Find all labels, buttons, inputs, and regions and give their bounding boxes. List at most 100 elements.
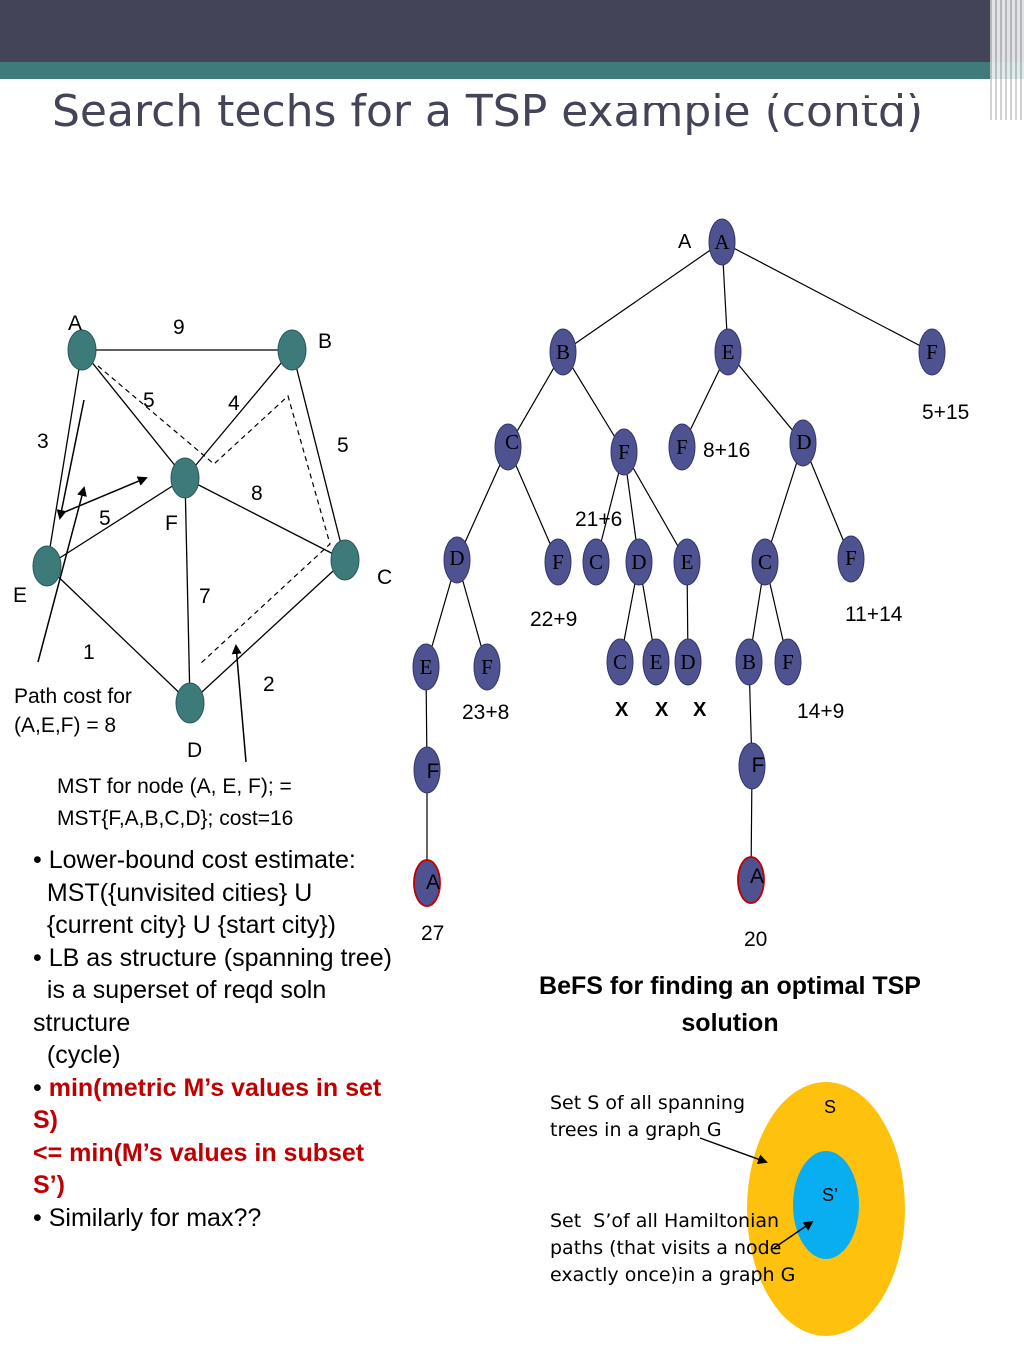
tree-node-c1 <box>494 423 522 471</box>
tree-node-d4 <box>674 638 702 686</box>
tree-label-f4: F <box>552 550 564 574</box>
title-underline <box>595 98 950 103</box>
set-s-prime-ellipse <box>793 1151 859 1259</box>
tree-label-f2: F <box>618 440 630 464</box>
edge-b-f <box>184 349 293 479</box>
graph-node-d <box>175 682 205 724</box>
tree-pruned-marks: X X X <box>615 699 707 721</box>
set-s-label: S <box>824 1097 836 1117</box>
tree-node-c3 <box>751 538 779 586</box>
graph-label-f: F <box>165 512 178 535</box>
cost-f-d2: 23+8 <box>462 701 509 724</box>
corner-stripes <box>990 0 1024 120</box>
edge-f-c <box>184 477 346 561</box>
cost-f-d: 11+14 <box>845 603 903 626</box>
tree-label-e4: E <box>650 650 663 674</box>
weight-f-c: 8 <box>251 482 263 505</box>
tree-node-d2 <box>443 536 471 584</box>
graph-node-c <box>330 539 360 581</box>
pruned-mark-1: X <box>615 699 629 721</box>
graph-label-d: D <box>187 739 202 762</box>
set-s-prime-description: Set S’of all Hamiltonian paths (that vis… <box>550 1210 796 1286</box>
cost-f-root: 5+15 <box>922 401 969 424</box>
tree-label-a2: A <box>750 865 764 888</box>
tree-node-c4 <box>606 638 634 686</box>
tree-node-f1 <box>918 328 946 376</box>
graph-node-b <box>277 329 307 371</box>
tree-label-d3: D <box>631 550 646 574</box>
weight-b-c: 5 <box>337 434 349 457</box>
tree-label-c4: C <box>613 650 627 674</box>
graph-node-f <box>170 457 200 499</box>
set-diagram: S S’ <box>699 1082 905 1336</box>
top-bar <box>0 0 1024 62</box>
arrow-path-ae <box>56 399 85 520</box>
tree-node-e <box>714 328 742 376</box>
accent-bar <box>0 62 1024 79</box>
graph-arrows <box>37 399 247 763</box>
set-s-prime-label: S’ <box>822 1185 838 1205</box>
weight-a-e: 3 <box>37 430 49 453</box>
tree-label-c2: C <box>589 550 603 574</box>
bullet-item: • Lower-bound cost estimate: <box>33 846 356 874</box>
tree-label-c3: C <box>758 550 772 574</box>
tree-label-f7: F <box>782 650 794 674</box>
tree-root-outer-label: A <box>678 231 692 253</box>
tree-label-root: A <box>714 230 730 254</box>
arrow-set-s-prime <box>773 1220 814 1249</box>
tree-node-d1 <box>789 419 817 467</box>
weight-a-b: 9 <box>173 316 185 339</box>
tree-node-e3 <box>412 643 440 691</box>
mst-dashed-path <box>97 365 331 665</box>
tree-node-f4 <box>544 538 572 586</box>
weight-b-f: 4 <box>228 392 240 415</box>
tree-node-f9 <box>738 742 766 790</box>
tree-label-b2: B <box>742 650 756 674</box>
tree-label-d1: D <box>796 430 811 454</box>
tree-node-f3 <box>668 423 696 471</box>
bullet-item: • Similarly for max?? <box>33 1203 262 1232</box>
graph-label-c: C <box>377 566 392 589</box>
pruned-mark-2: X <box>655 699 669 721</box>
cost-f-b: 14+9 <box>797 700 844 723</box>
tree-label-f6: F <box>481 655 493 679</box>
tree-cost-labels: 5+15 8+16 21+6 22+9 11+14 23+8 14+9 27 2… <box>421 401 969 951</box>
tree-node-b2 <box>735 638 763 686</box>
tree-node-c2 <box>582 538 610 586</box>
tree-node-d3 <box>625 538 653 586</box>
edge-a-f <box>81 349 186 479</box>
tree-label-f9: F <box>752 754 765 777</box>
edge-d-c <box>189 559 346 704</box>
tree-node-f6 <box>473 643 501 691</box>
pruned-mark-3: X <box>693 699 707 721</box>
bullet-list: • Lower-bound cost estimate: MST({unvisi… <box>33 844 403 1234</box>
weight-d-c: 2 <box>263 673 275 696</box>
tree-label-e3: E <box>420 655 433 679</box>
arrow-path-note <box>37 486 87 663</box>
tree-node-a2 <box>737 856 765 904</box>
tree-label-a1: A <box>426 871 440 894</box>
path-cost-note: Path cost for (A,E,F) = 8 <box>14 685 138 737</box>
graph-label-b: B <box>318 330 332 353</box>
tree-node-f5 <box>837 535 865 583</box>
weight-a-f: 5 <box>143 389 155 412</box>
tree-node-f2 <box>610 428 638 476</box>
befs-caption: BeFS for finding an optimal TSP solution <box>539 972 921 1037</box>
edge-e-d <box>46 565 191 704</box>
tree-label-b: B <box>556 340 570 364</box>
tree-node-f7 <box>774 638 802 686</box>
cost-f-c1: 22+9 <box>530 608 577 631</box>
tree-label-d4: D <box>680 650 695 674</box>
graph-nodes <box>32 329 360 724</box>
tree-label-f1: F <box>926 340 938 364</box>
graph-node-a <box>67 329 97 371</box>
bullet-item-highlight: • min(metric M’s values in set S) <= min… <box>33 1073 382 1200</box>
tree-label-e2: E <box>681 550 694 574</box>
edge-f-d <box>184 477 191 704</box>
set-s-description: Set S of all spanning trees in a graph G <box>550 1092 746 1141</box>
arrow-set-s <box>699 1137 768 1164</box>
weight-e-f: 5 <box>99 507 111 530</box>
weight-f-d: 7 <box>199 585 211 608</box>
slide-title: Search techs for a TSP example (contd) <box>52 86 924 137</box>
graph-edge-weights: 9 5 4 3 5 8 5 7 1 2 <box>37 316 349 696</box>
